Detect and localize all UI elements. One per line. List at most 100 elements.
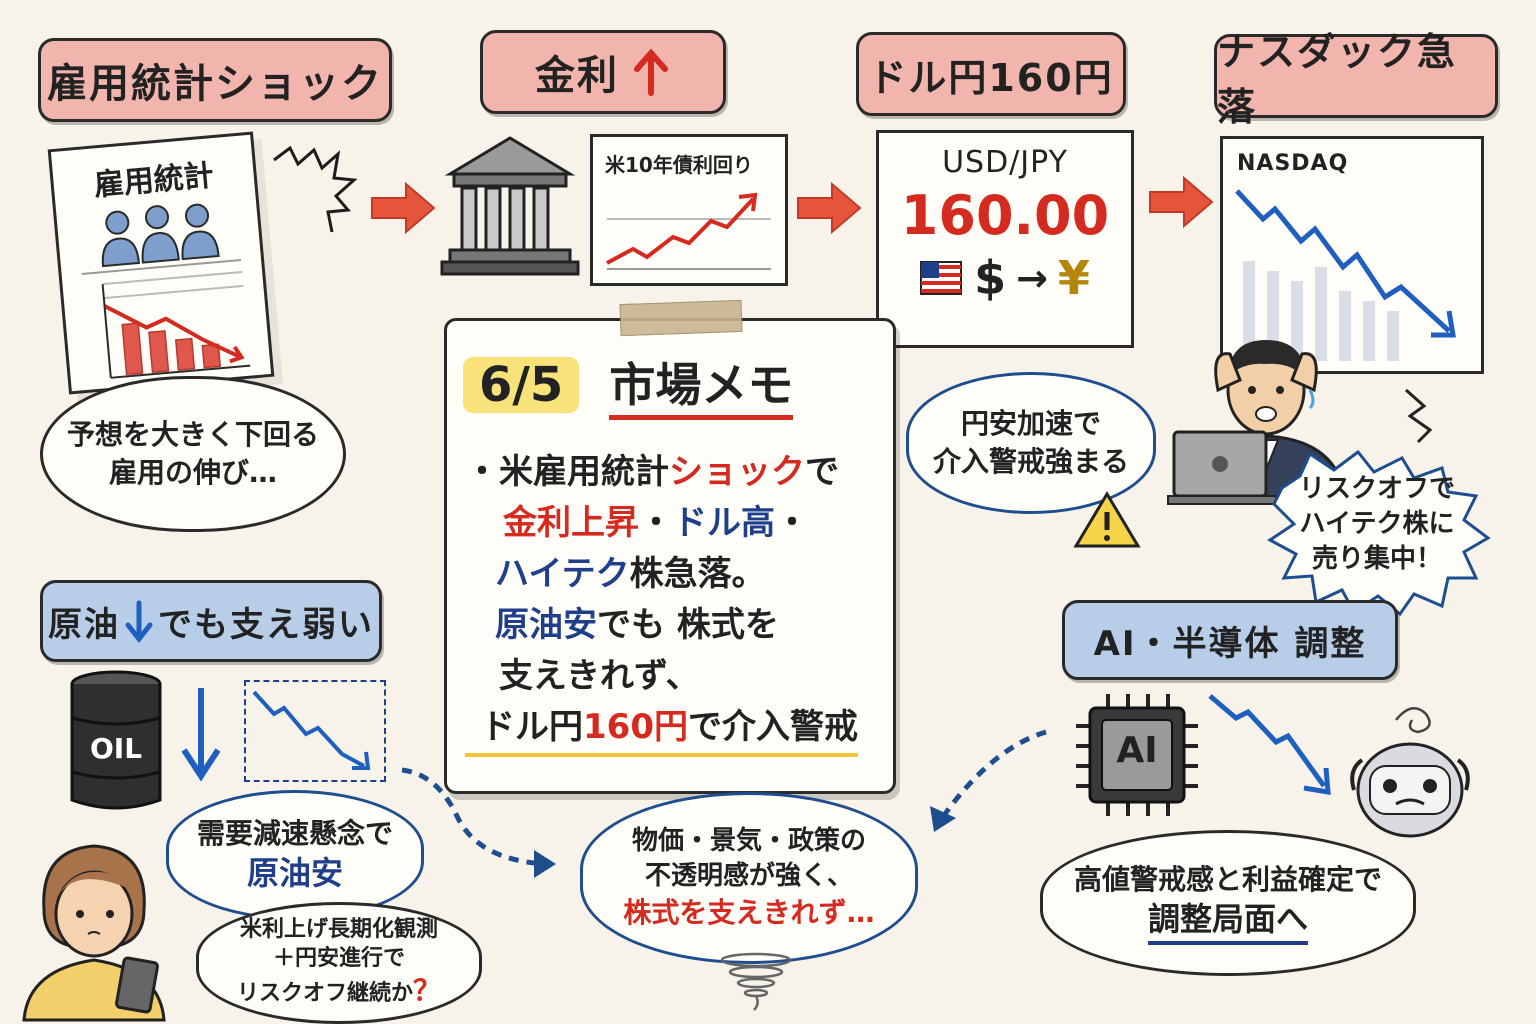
usdjpy-pair: USD/JPY <box>942 145 1068 180</box>
banner-usdjpy-label: ドル円160円 <box>868 55 1114 100</box>
intervention-speech-bubble: 円安加速で 介入警戒強まる <box>906 372 1156 514</box>
nasdaq-label: NASDAQ <box>1237 151 1349 176</box>
banner-nasdaq-plunge: ナスダック急落 <box>1214 30 1498 129</box>
employment-report-sheet: 雇用統計 <box>47 131 275 395</box>
rate-bubble-line1: 米利上げ長期化観測 <box>239 917 438 943</box>
memo-l6-b: 160円 <box>583 707 688 747</box>
stress-zigzag-icon <box>1405 388 1433 444</box>
ai-chip-label: AI <box>1116 730 1158 771</box>
oil-barrel-label: OIL <box>89 732 143 765</box>
uncertainty-speech-bubble: 物価・景気・政策の 不透明感が強く、 株式を支えきれず… <box>580 792 918 964</box>
memo-l2-b: ・ <box>639 503 673 543</box>
banner-ai-semis-label: AI・半導体 調整 <box>1093 623 1367 664</box>
dashed-arrow-icon <box>401 767 556 878</box>
oil-mini-chart <box>244 680 386 782</box>
down-arrow-icon <box>125 600 153 644</box>
oil-barrel-icon <box>70 670 162 810</box>
rate-bubble-line3: リスクオフ継続か？ <box>237 973 441 1009</box>
intervention-line1: 円安加速で <box>960 407 1101 441</box>
oil-bubble-line1: 需要減速懸念で <box>196 816 393 850</box>
memo-line3: ハイテク株急落。 <box>465 549 858 600</box>
people-icon <box>81 203 242 275</box>
tornado-icon <box>720 952 792 1011</box>
ai-chip-icon <box>1076 694 1198 816</box>
declining-bar-chart-icon <box>101 270 251 379</box>
banner-employment-shock-label: 雇用統計ショック <box>47 61 383 107</box>
oil-falling-line <box>252 690 371 770</box>
ai-falling-arrow <box>1208 694 1331 795</box>
uncertainty-line2: 不透明感が強く、 <box>644 861 853 892</box>
memo-l1-b: ショック <box>669 452 805 492</box>
dashed-arrow-icon <box>930 729 1047 832</box>
memo-l3-b: 株急落。 <box>629 554 766 594</box>
memo-body: ・米雇用統計ショックで 金利上昇・ドル高・ ハイテク株急落。 原油安でも 株式を… <box>465 447 858 757</box>
memo-l6-a: ドル円 <box>481 707 583 747</box>
banner-usdjpy: ドル円160円 <box>856 32 1126 116</box>
down-arrow-icon <box>181 688 221 782</box>
riskoff-line1: リスクオフで <box>1298 474 1455 504</box>
memo-l2-d: ・ <box>775 503 809 543</box>
adjust-line2: 調整局面へ <box>1147 898 1308 946</box>
yen-sign: ¥ <box>1057 251 1090 305</box>
memo-line1: ・米雇用統計ショックで <box>465 447 858 498</box>
shock-zigzag-icon <box>273 145 358 233</box>
intervention-line2: 介入警戒強まる <box>932 445 1129 478</box>
memo-line4: 原油安でも 株式を <box>465 600 858 651</box>
banner-ai-semis: AI・半導体 調整 <box>1062 600 1398 680</box>
memo-l2-c: ドル高 <box>673 503 775 543</box>
thinking-woman-icon <box>22 844 166 1022</box>
rate-bubble-line2: ＋円安進行で <box>272 945 405 971</box>
memo-tape <box>619 299 743 337</box>
oil-speech-bubble: 需要減速懸念で 原油安 <box>166 790 424 920</box>
memo-l1-a: 米雇用統計 <box>499 452 669 492</box>
banner-interest-rate-label: 金利 <box>535 53 619 99</box>
conversion-arrow: → <box>1016 256 1048 300</box>
memo-l4-b: でも 株式を <box>597 605 779 645</box>
adjust-line1: 高値警戒感と利益確定で <box>1073 862 1382 896</box>
right-arrow-icon <box>797 181 862 235</box>
dollar-sign: $ <box>974 251 1007 305</box>
bond-yield-chart: 米10年債利回り <box>590 134 788 286</box>
laptop-icon <box>1167 430 1277 505</box>
banner-oil-label: 原油 <box>48 604 120 645</box>
rate-bubble-line3-text: リスクオフ継続か <box>236 981 413 1007</box>
right-arrow-icon <box>371 181 436 235</box>
memo-l6-c: で介入警戒 <box>687 707 858 747</box>
report-speech-bubble: 予想を大きく下回る 雇用の伸び… <box>40 376 346 532</box>
banner-nasdaq-plunge-label: ナスダック急落 <box>1217 30 1458 129</box>
memo-title: 市場メモ <box>609 349 794 420</box>
riskoff-line3: 売り集中！ <box>1311 544 1442 575</box>
usdjpy-conversion: $ → ¥ <box>879 251 1131 305</box>
market-memo-card: 6/5 市場メモ ・米雇用統計ショックで 金利上昇・ドル高・ ハイテク株急落。 … <box>444 318 896 794</box>
rate-bubble-question: ？ <box>413 974 442 1008</box>
memo-l1-c: で <box>805 452 839 492</box>
riskoff-line2: ハイテク株に <box>1299 509 1455 540</box>
adjustment-speech-bubble: 高値警戒感と利益確定で 調整局面へ <box>1040 830 1416 976</box>
report-bubble-line1: 予想を大きく下回る <box>66 418 319 452</box>
us-flag-icon <box>920 261 963 295</box>
report-bubble-line2: 雇用の伸び… <box>108 456 277 489</box>
memo-line6: ドル円160円で介入警戒 <box>465 702 858 757</box>
memo-l5: 支えきれず、 <box>499 656 700 696</box>
spiky-bubble-shape <box>1267 449 1491 617</box>
nasdaq-panel: NASDAQ <box>1220 136 1484 374</box>
bond-yield-label: 米10年債利回り <box>605 153 753 177</box>
usdjpy-panel: USD/JPY 160.00 $ → ¥ <box>876 130 1134 348</box>
nasdaq-falling-chart <box>1235 189 1456 361</box>
rate-outlook-bubble: 米利上げ長期化観測 ＋円安進行で リスクオフ継続か？ <box>196 902 482 1024</box>
oil-bubble-line2: 原油安 <box>246 854 343 893</box>
memo-date: 6/5 <box>463 356 580 413</box>
banner-oil: 原油 でも支え弱い <box>40 580 382 662</box>
warning-icon <box>1073 491 1141 548</box>
memo-bullet: ・ <box>465 452 499 492</box>
right-arrow-icon <box>1149 175 1214 229</box>
memo-header: 6/5 市場メモ <box>463 349 794 420</box>
bank-icon <box>440 136 580 276</box>
memo-line2: 金利上昇・ドル高・ <box>465 498 858 549</box>
uncertainty-line1: 物価・景気・政策の <box>631 826 866 856</box>
banner-interest-rate: 金利 <box>480 30 726 114</box>
banner-employment-shock: 雇用統計ショック <box>38 38 392 122</box>
memo-l2-a: 金利上昇 <box>503 503 639 543</box>
memo-line5: 支えきれず、 <box>465 651 858 702</box>
rising-line-chart <box>606 192 771 270</box>
